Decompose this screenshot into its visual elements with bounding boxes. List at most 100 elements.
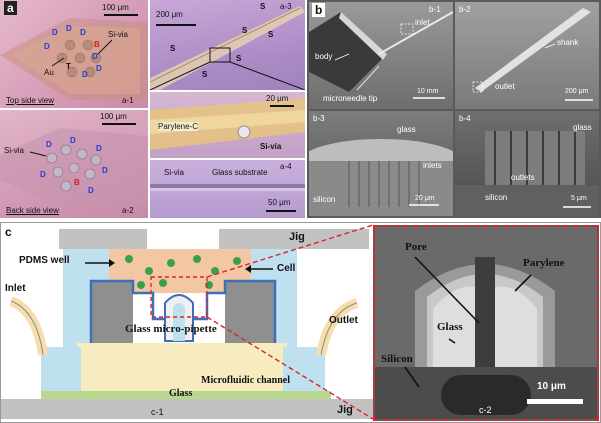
jig-top-label: Jig bbox=[289, 231, 305, 243]
outlet-label: Outlet bbox=[329, 315, 358, 326]
c2-scale-label: 10 μm bbox=[537, 381, 566, 392]
a1-panel-id: a-1 bbox=[122, 96, 134, 105]
a-zoom-scale-label: 20 μm bbox=[266, 94, 289, 103]
a3-panel-id: a-3 bbox=[280, 2, 292, 11]
a2-d-label: D bbox=[96, 144, 102, 153]
panel-c2: Pore Parylene Glass Silicon 10 μm c-2 bbox=[373, 225, 599, 421]
a3-scale-bar bbox=[156, 24, 196, 26]
b1-body-label: body bbox=[315, 52, 333, 61]
a1-arrows bbox=[51, 39, 113, 67]
jig-bottom bbox=[1, 399, 373, 419]
cell-label: Cell bbox=[277, 263, 296, 274]
a1-scale-label: 100 μm bbox=[102, 3, 129, 12]
panel-b-letter: b bbox=[312, 3, 326, 17]
silicon-label: Silicon bbox=[381, 353, 413, 365]
panel-a: a 100 μm D D D B D T D D D Si-via Au Top… bbox=[0, 0, 305, 218]
panel-a-letter: a bbox=[4, 1, 17, 15]
panel-b2: b-2 shank outlet 200 μm bbox=[455, 2, 599, 109]
b3-panel-id: b-3 bbox=[313, 114, 325, 123]
jig-top-left bbox=[59, 229, 147, 249]
glass-label: Glass bbox=[169, 388, 193, 399]
a1-d-label: D bbox=[80, 28, 86, 37]
a3-s-label: S bbox=[236, 54, 242, 63]
c2-glass-label: Glass bbox=[437, 321, 463, 333]
a3-s-label: S bbox=[170, 44, 176, 53]
a3-s-label: S bbox=[268, 30, 274, 39]
a1-t-label: T bbox=[66, 62, 71, 71]
panel-b4: b-4 glass outlets silicon 5 μm bbox=[455, 111, 599, 216]
glass-layer bbox=[41, 391, 331, 399]
a2-scale-label: 100 μm bbox=[100, 112, 127, 121]
a4-panel-id: a-4 bbox=[280, 162, 292, 171]
a2-d-label: D bbox=[70, 136, 76, 145]
b1-panel-id: b-1 bbox=[429, 5, 441, 14]
a1-si-via-label: Si-via bbox=[108, 30, 129, 39]
pore-label: Pore bbox=[405, 241, 427, 253]
inlet-label: Inlet bbox=[5, 283, 26, 294]
panel-a4: a-4 Si-via Glass substrate 50 μm bbox=[150, 160, 305, 218]
a2-b-label: B bbox=[74, 178, 80, 187]
a-zoom-si-via-label: Si-via bbox=[260, 142, 282, 151]
b1-scale-label: 10 mm bbox=[417, 88, 439, 95]
jig-top-right bbox=[219, 229, 369, 249]
b3-silicon-label: silicon bbox=[313, 195, 336, 204]
a2-d-label: D bbox=[88, 186, 94, 195]
a1-d-label: D bbox=[66, 24, 72, 33]
pdms-well-label: PDMS well bbox=[19, 255, 70, 266]
a1-caption: Top side view bbox=[6, 96, 55, 105]
a2-arrow bbox=[29, 151, 47, 157]
a-zoom-scale-bar bbox=[270, 105, 294, 107]
b4-silicon-label: silicon bbox=[485, 193, 508, 202]
c1-panel-id: c-1 bbox=[151, 407, 164, 417]
a1-d-label: D bbox=[92, 52, 98, 61]
b4-image bbox=[455, 131, 599, 216]
cells bbox=[125, 255, 241, 289]
a1-d-label: D bbox=[82, 70, 88, 79]
glass-micro-pipette-label: Glass micro-pipette bbox=[125, 323, 217, 335]
c1-schematic bbox=[1, 224, 373, 420]
a2-si-via-label: Si-via bbox=[4, 146, 25, 155]
parylene-c-label: Parylene-C bbox=[158, 122, 199, 131]
b4-scale-label: 5 μm bbox=[571, 195, 587, 202]
panel-a1: a 100 μm D D D B D T D D D Si-via Au Top… bbox=[0, 0, 148, 108]
a3-s-label: S bbox=[260, 2, 266, 11]
a2-scale-bar bbox=[102, 123, 136, 125]
b3-scale-label: 20 μm bbox=[415, 195, 435, 202]
panel-a2: 100 μm Si-via D D D D D B D Back side vi… bbox=[0, 110, 148, 218]
jig-bottom-label: Jig bbox=[337, 404, 353, 416]
a1-d-label: D bbox=[44, 42, 50, 51]
b2-shank-label: shank bbox=[557, 38, 579, 47]
b3-glass-label: glass bbox=[397, 125, 416, 134]
b3-inlets-label: inlets bbox=[423, 161, 442, 170]
a4-image bbox=[150, 184, 305, 191]
a4-scale-bar bbox=[266, 210, 296, 212]
parylene-label: Parylene bbox=[523, 257, 565, 269]
panel-a3: 200 μm a-3 S S S S S S bbox=[150, 0, 305, 90]
b4-panel-id: b-4 bbox=[459, 114, 471, 123]
b4-outlets-label: outlets bbox=[511, 173, 535, 182]
a3-s-label: S bbox=[242, 26, 248, 35]
a1-au-label: Au bbox=[44, 68, 54, 77]
b3-image bbox=[309, 139, 453, 216]
a1-d-label: D bbox=[96, 64, 102, 73]
panel-b1: b b-1 inlet body microneedle tip 10 mm bbox=[309, 2, 453, 109]
a4-glass-label: Glass substrate bbox=[212, 168, 268, 177]
a3-image bbox=[150, 6, 305, 90]
panel-c: c bbox=[0, 222, 601, 423]
a2-image bbox=[0, 128, 148, 206]
a1-d-label: D bbox=[52, 28, 58, 37]
panel-b3: b-3 glass inlets silicon 20 μm bbox=[309, 111, 453, 216]
a2-caption: Back side view bbox=[6, 206, 59, 215]
a3-s-label: S bbox=[202, 70, 208, 79]
microfluidic-channel-label: Microfluidic channel bbox=[201, 375, 290, 386]
b1-inlet-label: inlet bbox=[415, 18, 430, 27]
panel-c-letter: c bbox=[5, 225, 12, 239]
a4-si-via-label: Si-via bbox=[164, 168, 185, 177]
a3-scale-label: 200 μm bbox=[156, 10, 183, 19]
c2-panel-id: c-2 bbox=[479, 405, 492, 415]
panel-a-zoom: 20 μm Parylene-C Si-via bbox=[150, 92, 305, 158]
a2-panel-id: a-2 bbox=[122, 206, 134, 215]
b2-image bbox=[472, 8, 593, 101]
panel-b: b b-1 inlet body microneedle tip 10 mm b… bbox=[307, 0, 601, 218]
b1-tip-label: microneedle tip bbox=[323, 94, 378, 103]
